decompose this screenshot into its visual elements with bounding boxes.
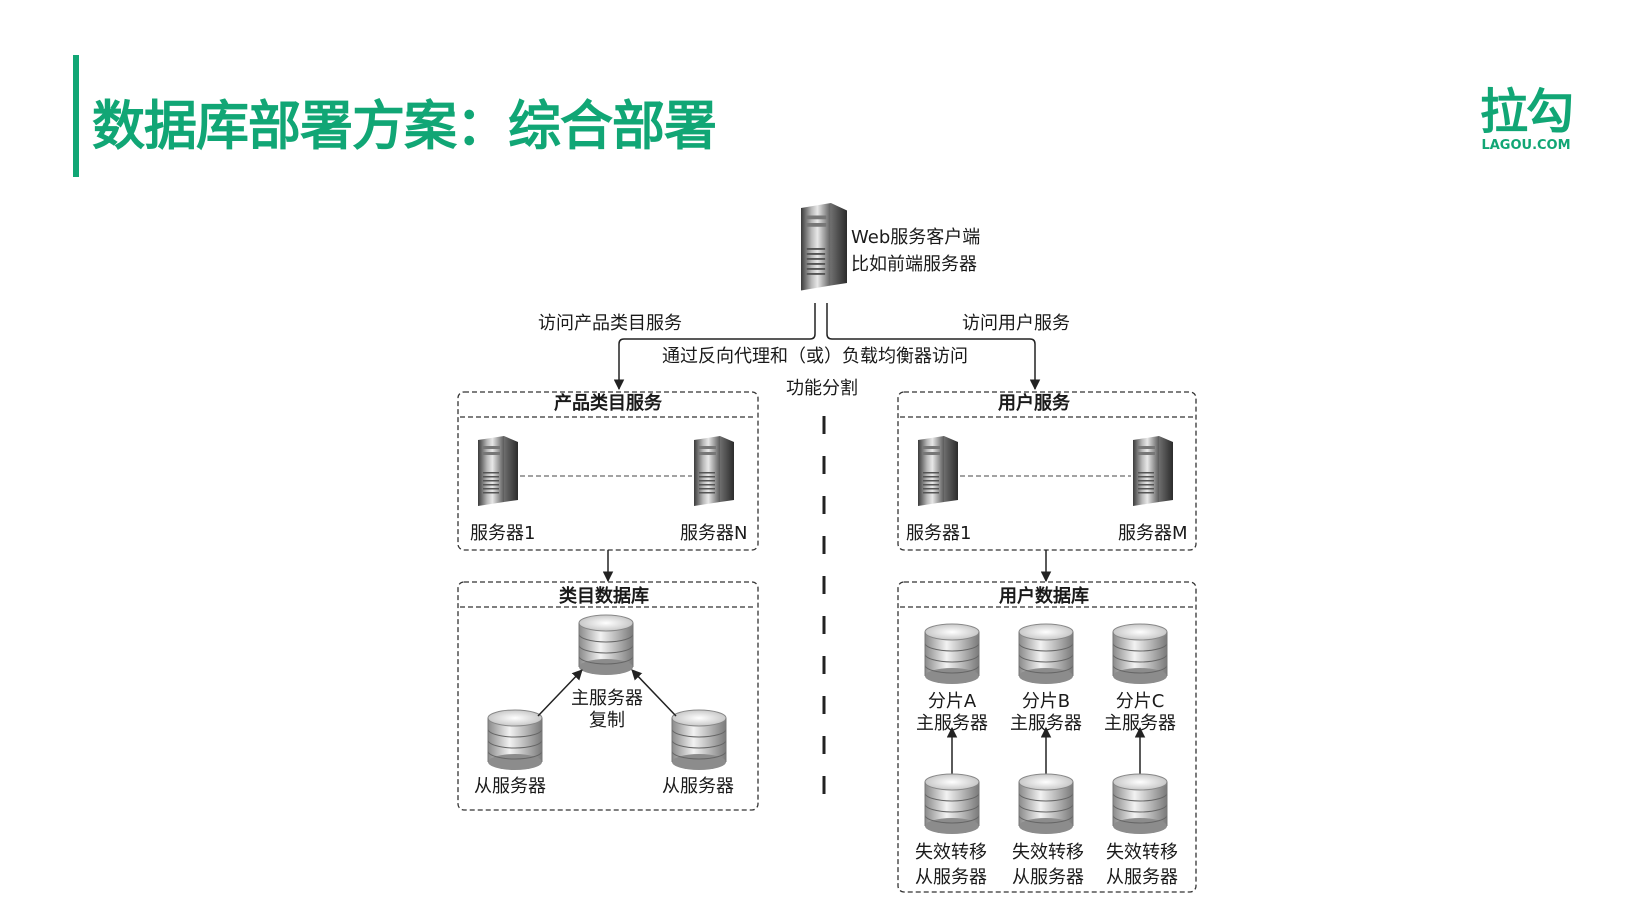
client-label-line2: 比如前端服务器	[851, 254, 977, 275]
shard-b-slave-label: 从服务器	[1012, 867, 1084, 888]
category-slave-right-label: 从服务器	[662, 776, 734, 797]
shard-c-master-db-icon	[1112, 623, 1168, 685]
user-server-1-label: 服务器1	[906, 523, 971, 544]
shard-a-failover-label: 失效转移	[915, 842, 987, 863]
user-server-1-icon	[918, 436, 958, 506]
shard-b-master-db-icon	[1018, 623, 1074, 685]
product-service-title: 产品类目服务	[554, 392, 663, 414]
product-server-n-icon	[694, 436, 734, 506]
title-accent-bar	[73, 55, 79, 177]
shard-c-failover-label: 失效转移	[1106, 842, 1178, 863]
proxy-label: 通过反向代理和（或）负载均衡器访问	[662, 346, 968, 367]
page-title: 数据库部署方案：综合部署	[92, 96, 717, 157]
lagou-logo: 拉勾 LAGOU.COM	[1478, 86, 1574, 154]
user-service-title: 用户服务	[998, 392, 1071, 414]
shard-a-slave-label: 从服务器	[915, 867, 987, 888]
category-master-label: 主服务器	[571, 688, 643, 709]
shard-b-master-label: 主服务器	[1010, 713, 1082, 734]
category-db-box	[457, 581, 759, 811]
shard-a-master-label: 主服务器	[916, 713, 988, 734]
shard-a: 分片A 主服务器 失效转移 从服务器	[915, 623, 988, 888]
shard-a-slave-db-icon	[924, 773, 980, 835]
web-client-server-icon	[801, 203, 847, 291]
category-master-db-icon	[578, 614, 634, 676]
logo-subtext: LAGOU.COM	[1481, 138, 1571, 153]
edge-to-user-service	[826, 303, 1041, 391]
shard-a-master-db-icon	[924, 623, 980, 685]
functional-split-label: 功能分割	[786, 378, 858, 399]
category-db-title: 类目数据库	[559, 585, 649, 607]
client-label-line1: Web服务客户端	[851, 227, 980, 248]
user-db-title: 用户数据库	[999, 585, 1089, 607]
user-server-m-label: 服务器M	[1118, 523, 1188, 544]
shard-a-name: 分片A	[928, 691, 977, 712]
shard-c: 分片C 主服务器 失效转移 从服务器	[1104, 623, 1178, 888]
user-service-box	[897, 391, 1197, 551]
edge-to-product-service	[613, 303, 816, 391]
shard-b-slave-db-icon	[1018, 773, 1074, 835]
user-db-box	[897, 581, 1197, 893]
shard-b-name: 分片B	[1022, 691, 1070, 712]
user-server-m-icon	[1133, 436, 1173, 506]
product-server-1-icon	[478, 436, 518, 506]
category-slave-left-label: 从服务器	[474, 776, 546, 797]
shard-c-master-label: 主服务器	[1104, 713, 1176, 734]
category-slave-left-db-icon	[487, 709, 543, 771]
logo-text: 拉勾	[1479, 84, 1574, 140]
edge-left-label: 访问产品类目服务	[538, 313, 682, 334]
shard-c-name: 分片C	[1116, 691, 1165, 712]
shard-b-failover-label: 失效转移	[1012, 842, 1084, 863]
product-server-n-label: 服务器N	[680, 523, 747, 544]
shard-b: 分片B 主服务器 失效转移 从服务器	[1010, 623, 1084, 888]
edge-right-label: 访问用户服务	[962, 313, 1070, 334]
shard-c-slave-label: 从服务器	[1106, 867, 1178, 888]
category-replicate-label: 复制	[589, 710, 625, 731]
shard-c-slave-db-icon	[1112, 773, 1168, 835]
category-slave-right-db-icon	[671, 709, 727, 771]
product-server-1-label: 服务器1	[470, 523, 535, 544]
